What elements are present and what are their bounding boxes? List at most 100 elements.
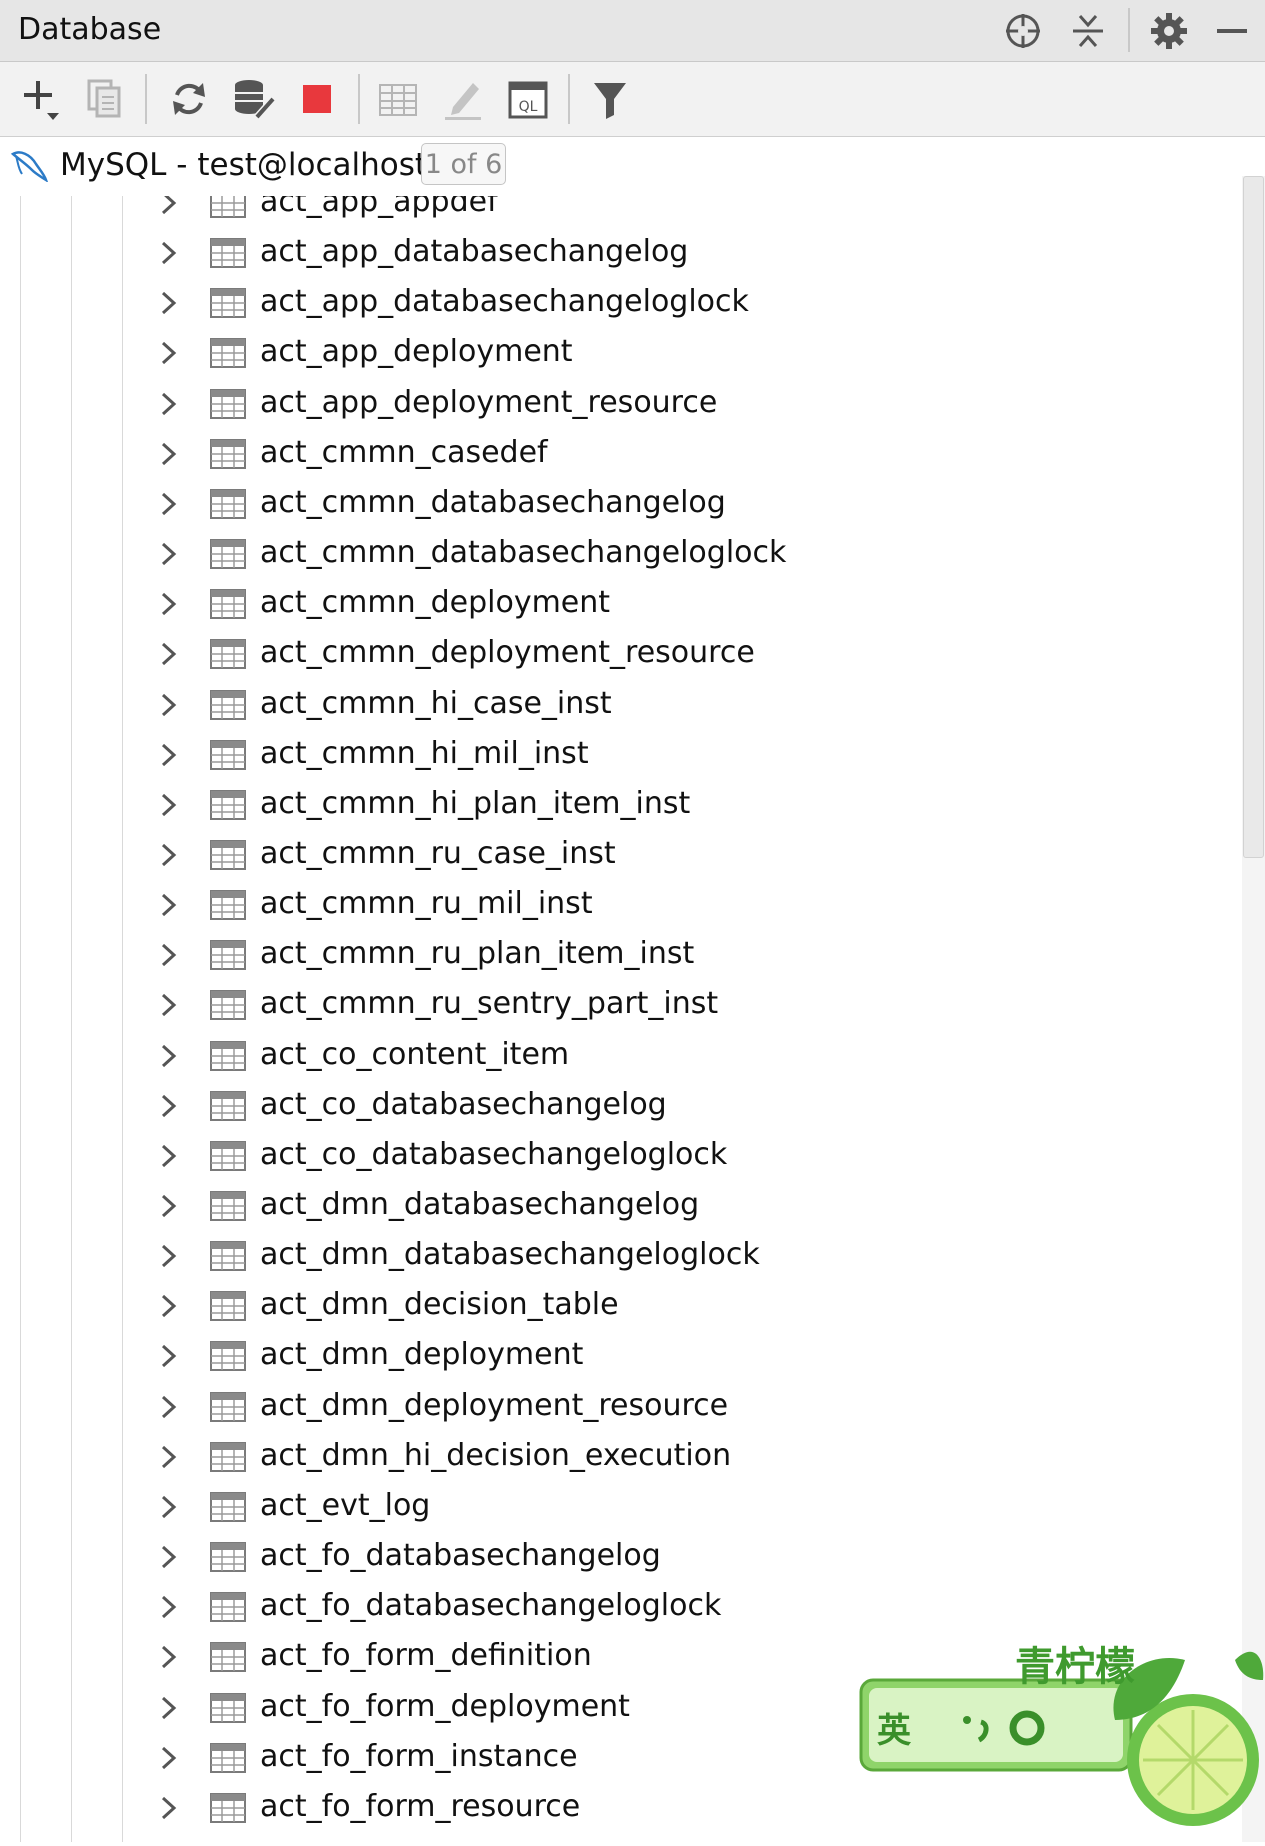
- chevron-right-icon[interactable]: [158, 1494, 180, 1520]
- tree-row-table[interactable]: act_cmmn_ru_mil_inst: [0, 880, 1240, 930]
- tree-row-table[interactable]: act_co_content_item: [0, 1031, 1240, 1081]
- chevron-right-icon[interactable]: [158, 441, 180, 467]
- table-icon: [210, 990, 246, 1021]
- table-name: act_fo_form_instance: [260, 1738, 578, 1774]
- table-icon: [210, 689, 246, 720]
- table-icon: [210, 940, 246, 971]
- tree-row-table[interactable]: act_co_databasechangelog: [0, 1081, 1240, 1131]
- chevron-right-icon[interactable]: [158, 942, 180, 968]
- mysql-dolphin-icon: [10, 145, 48, 183]
- tree-row-table[interactable]: act_fo_form_instance: [0, 1733, 1240, 1783]
- tree-row-table[interactable]: act_app_deployment_resource: [0, 379, 1240, 429]
- chevron-right-icon[interactable]: [158, 742, 180, 768]
- chevron-right-icon[interactable]: [158, 1594, 180, 1620]
- tree-row-table[interactable]: act_cmmn_casedef: [0, 429, 1240, 479]
- chevron-right-icon[interactable]: [158, 792, 180, 818]
- filter-icon[interactable]: [590, 78, 630, 122]
- tree-row-table[interactable]: act_cmmn_deployment_resource: [0, 629, 1240, 679]
- connection-row[interactable]: MySQL - test@localhost 1 of 6: [0, 137, 1265, 195]
- chevron-right-icon[interactable]: [158, 591, 180, 617]
- sql-console-icon[interactable]: QL: [507, 78, 549, 122]
- table-icon: [210, 1341, 246, 1372]
- chevron-right-icon[interactable]: [158, 240, 180, 266]
- chevron-right-icon[interactable]: [158, 1695, 180, 1721]
- toolbar: QL: [0, 62, 1265, 137]
- table-icon: [210, 1742, 246, 1773]
- tree-row-table[interactable]: act_dmn_databasechangelog: [0, 1181, 1240, 1231]
- tree-row-table[interactable]: act_cmmn_hi_plan_item_inst: [0, 780, 1240, 830]
- chevron-right-icon[interactable]: [158, 541, 180, 567]
- chevron-right-icon[interactable]: [158, 1394, 180, 1420]
- table-view-icon[interactable]: [378, 80, 418, 120]
- chevron-right-icon[interactable]: [158, 196, 180, 216]
- chevron-right-icon[interactable]: [158, 391, 180, 417]
- tree-row-table[interactable]: act_dmn_deployment: [0, 1331, 1240, 1381]
- chevron-right-icon[interactable]: [158, 1544, 180, 1570]
- chevron-right-icon[interactable]: [158, 1043, 180, 1069]
- tree-row-table[interactable]: act_fo_databasechangeloglock: [0, 1582, 1240, 1632]
- crosshair-icon[interactable]: [1003, 11, 1043, 51]
- chevron-right-icon[interactable]: [158, 1243, 180, 1269]
- tree-row-table[interactable]: act_fo_form_resource: [0, 1783, 1240, 1833]
- tree-row-table[interactable]: act_dmn_deployment_resource: [0, 1382, 1240, 1432]
- tree-row-table[interactable]: act_app_databasechangeloglock: [0, 278, 1240, 328]
- lime-watermark: 青柠檬 英: [855, 1620, 1265, 1842]
- chevron-right-icon[interactable]: [158, 1093, 180, 1119]
- tree-row-table[interactable]: act_app_databasechangelog: [0, 228, 1240, 278]
- tree-row-table[interactable]: act_cmmn_databasechangeloglock: [0, 529, 1240, 579]
- chevron-right-icon[interactable]: [158, 1193, 180, 1219]
- tree-row-table[interactable]: act_dmn_decision_table: [0, 1281, 1240, 1331]
- chevron-right-icon[interactable]: [158, 1644, 180, 1670]
- chevron-right-icon[interactable]: [158, 1444, 180, 1470]
- tree-row-table[interactable]: act_cmmn_ru_sentry_part_inst: [0, 980, 1240, 1030]
- chevron-right-icon[interactable]: [158, 1293, 180, 1319]
- table-name: act_dmn_databasechangelog: [260, 1187, 700, 1222]
- chevron-right-icon[interactable]: [158, 842, 180, 868]
- chevron-right-icon[interactable]: [158, 1745, 180, 1771]
- scrollbar-thumb[interactable]: [1243, 176, 1264, 858]
- copy-icon[interactable]: [85, 76, 125, 122]
- tree-row-table[interactable]: act_cmmn_hi_mil_inst: [0, 730, 1240, 780]
- tree-row-table[interactable]: act_co_databasechangeloglock: [0, 1131, 1240, 1181]
- chevron-right-icon[interactable]: [158, 340, 180, 366]
- gear-icon[interactable]: [1148, 10, 1190, 52]
- tree-guide-line: [71, 196, 72, 1842]
- table-name: act_cmmn_casedef: [260, 434, 548, 470]
- table-icon: [210, 1692, 246, 1723]
- tree-row-table[interactable]: act_cmmn_ru_plan_item_inst: [0, 930, 1240, 980]
- tree-row-table[interactable]: act_app_appdef: [0, 196, 1240, 228]
- toolbar-separator: [568, 74, 570, 124]
- add-icon[interactable]: [22, 76, 68, 124]
- tree-row-table[interactable]: act_cmmn_databasechangelog: [0, 479, 1240, 529]
- chevron-right-icon[interactable]: [158, 290, 180, 316]
- refresh-icon[interactable]: [167, 77, 211, 121]
- chevron-right-icon[interactable]: [158, 491, 180, 517]
- table-icon: [210, 288, 246, 319]
- tree-row-table[interactable]: act_fo_form_deployment: [0, 1683, 1240, 1733]
- chevron-right-icon[interactable]: [158, 1343, 180, 1369]
- tree-row-table[interactable]: act_dmn_hi_decision_execution: [0, 1432, 1240, 1482]
- chevron-right-icon[interactable]: [158, 641, 180, 667]
- minimize-icon[interactable]: [1212, 11, 1252, 51]
- tree-row-table[interactable]: act_dmn_databasechangeloglock: [0, 1231, 1240, 1281]
- tree-row-table[interactable]: act_fo_databasechangelog: [0, 1532, 1240, 1582]
- table-name: act_co_content_item: [260, 1036, 570, 1072]
- tree-row-table[interactable]: act_evt_log: [0, 1482, 1240, 1532]
- chevron-right-icon[interactable]: [158, 892, 180, 918]
- chevron-right-icon[interactable]: [158, 692, 180, 718]
- schema-sync-icon[interactable]: [230, 76, 278, 122]
- chevron-right-icon[interactable]: [158, 1143, 180, 1169]
- tree-row-table[interactable]: act_cmmn_hi_case_inst: [0, 680, 1240, 730]
- tree-row-table[interactable]: act_app_deployment: [0, 328, 1240, 378]
- chevron-right-icon[interactable]: [158, 1795, 180, 1821]
- table-icon: [210, 1241, 246, 1272]
- table-icon: [210, 438, 246, 469]
- tree-row-table[interactable]: act_fo_form_definition: [0, 1632, 1240, 1682]
- stop-icon[interactable]: [300, 82, 334, 116]
- edit-icon[interactable]: [442, 76, 484, 122]
- table-icon: [210, 789, 246, 820]
- tree-row-table[interactable]: act_cmmn_deployment: [0, 579, 1240, 629]
- chevron-right-icon[interactable]: [158, 992, 180, 1018]
- tree-row-table[interactable]: act_cmmn_ru_case_inst: [0, 830, 1240, 880]
- collapse-all-icon[interactable]: [1068, 11, 1108, 51]
